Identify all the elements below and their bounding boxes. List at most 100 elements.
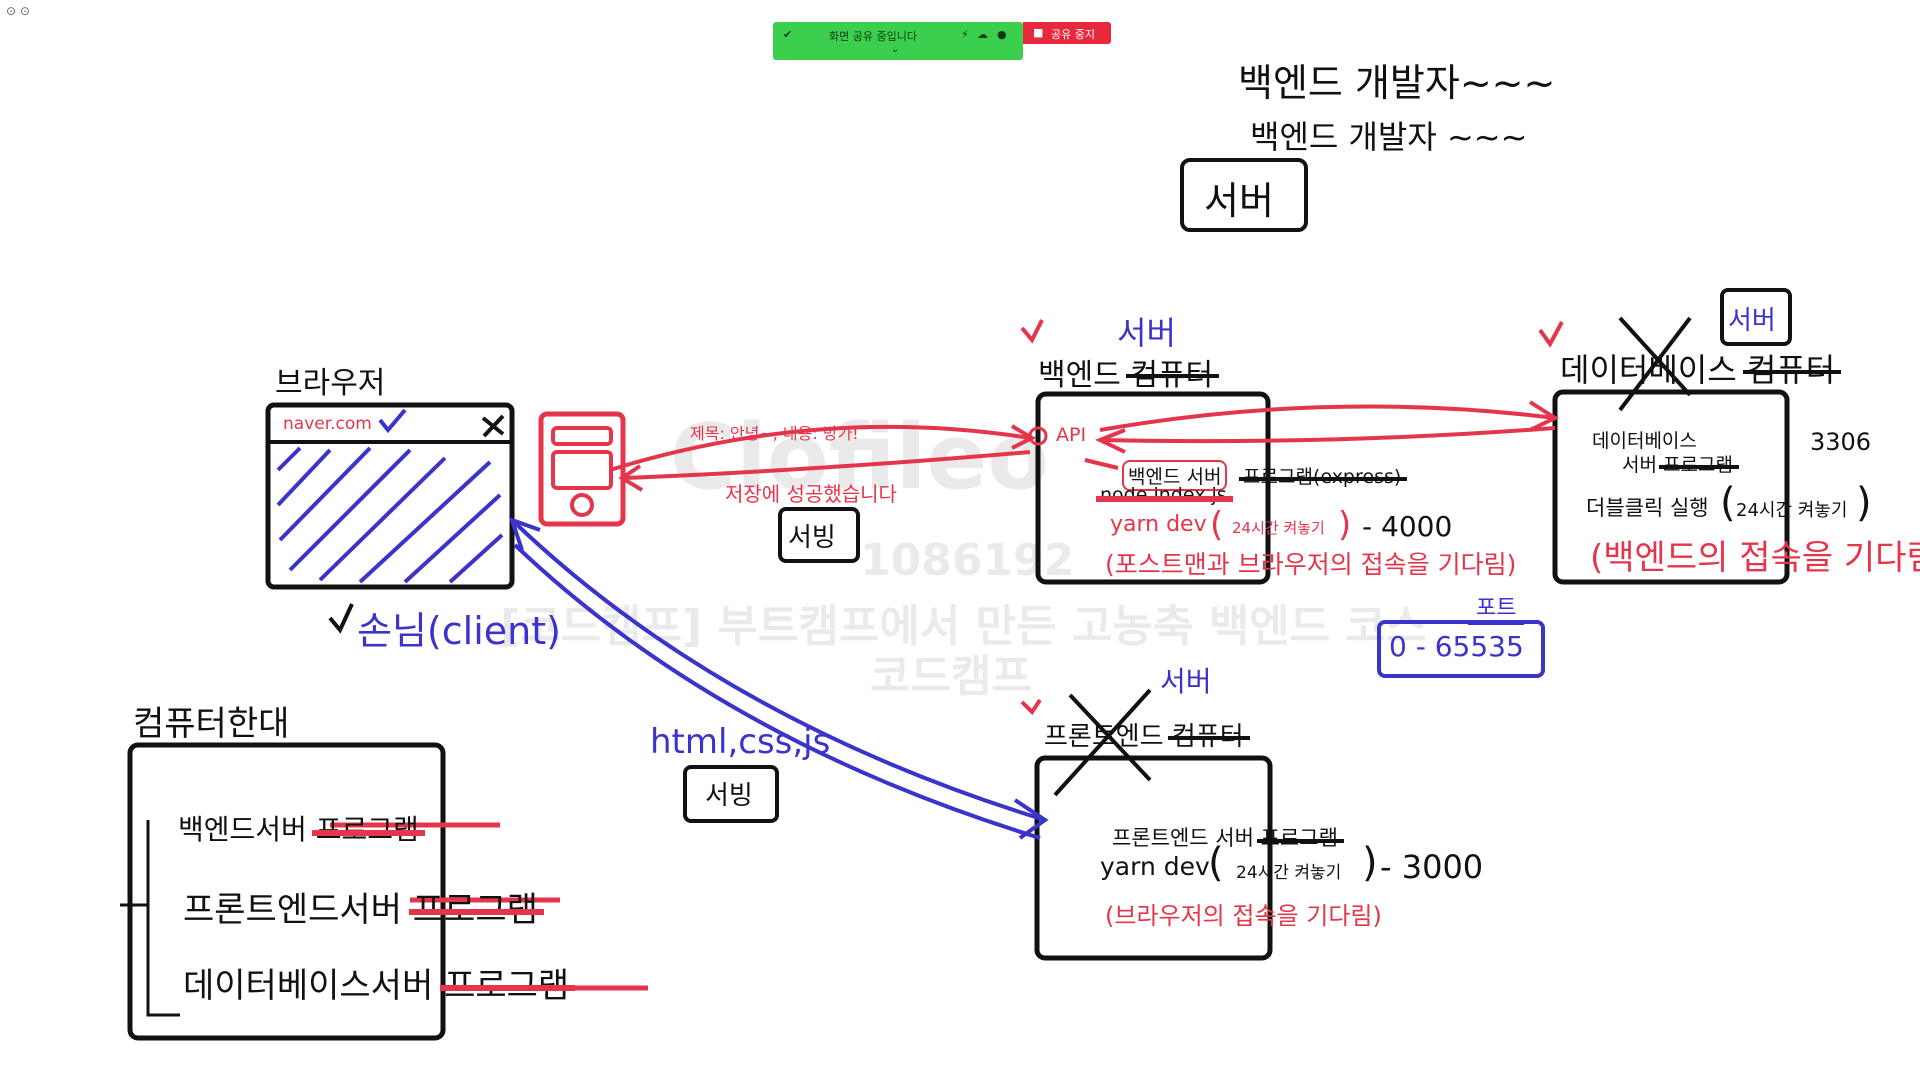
one-computer-item: 데이터베이스서버 프로그램	[183, 958, 576, 1007]
one-computer-item-struck: 프로그램	[440, 958, 576, 1007]
one-computer-item-struck: 프로그램	[311, 808, 425, 848]
frontend-program: 프론트엔드 서버 프로그램	[1112, 822, 1345, 852]
db-program-line2: 서버 프로그램	[1622, 450, 1739, 477]
share-icon: ✔	[783, 28, 793, 41]
frontend-paren-close: )	[1362, 840, 1378, 886]
db-always-on: 24시간 켜놓기	[1736, 500, 1848, 521]
database-title-struck: 컴퓨터	[1742, 345, 1842, 391]
database-check-icon	[1538, 321, 1564, 348]
cloud-icon: ☁	[977, 28, 988, 41]
inner-red-arrow	[1084, 458, 1119, 470]
serving-box: 서빙	[778, 507, 860, 563]
heading-line2: 백엔드 개발자 ~~~	[1250, 118, 1528, 156]
one-computer-item-label: 데이터베이스서버	[183, 966, 434, 1006]
request-arrow	[609, 424, 1031, 472]
database-cross-icon	[1618, 316, 1692, 412]
frontend-cross-icon	[1053, 688, 1152, 797]
db-program-line2-text: 서버	[1622, 454, 1657, 476]
one-computer-item: 프론트엔드서버 프로그램	[183, 882, 545, 931]
response-text: 저장에 성공했습니다	[725, 482, 897, 506]
db-program-line1: 데이터베이스	[1592, 430, 1697, 452]
heading-line1: 백엔드 개발자~~~	[1238, 61, 1556, 105]
frontend-computer-box	[1034, 755, 1273, 961]
backend-title-struck: 컴퓨터	[1126, 350, 1219, 394]
db-server-box: 서버	[1720, 288, 1792, 346]
backend-server-label: 서버	[1117, 314, 1176, 352]
files-label: html,css,js	[650, 722, 831, 762]
api-label: API	[1056, 424, 1087, 446]
port-range: 0 - 65535	[1389, 630, 1524, 663]
frontend-title-struck: 컴퓨터	[1167, 716, 1250, 753]
watermark-brand: 코드캠프	[870, 651, 1032, 702]
backend-to-db-arrow	[1099, 404, 1556, 432]
frontend-yarn: yarn dev	[1100, 852, 1210, 881]
stop-share-label: 공유 중지	[1051, 28, 1095, 41]
form-icon	[538, 411, 626, 527]
stop-share-button[interactable]: ■ 공유 중지	[1023, 22, 1111, 44]
frontend-serving-label: 서빙	[705, 781, 753, 811]
one-computer-item-label: 프론트엔드서버	[183, 890, 402, 930]
node-command-struck: node index.js	[1096, 484, 1233, 506]
database-title-text: 데이터베이스	[1560, 351, 1737, 389]
window-controls[interactable]: ⊙ ⊙	[6, 4, 30, 18]
frontend-port: - 3000	[1380, 848, 1484, 886]
backend-yarn: yarn dev	[1110, 512, 1207, 537]
serving-label: 서빙	[788, 523, 836, 553]
shield-icon: ●	[997, 28, 1007, 41]
browser-hatching	[276, 446, 504, 584]
server-box-label: 서버	[1204, 179, 1274, 223]
backend-program-struck: 프로그램(express)	[1238, 462, 1408, 489]
request-text: 제목: 안녕~, 내용: 방가!	[690, 424, 859, 443]
check-icon	[378, 408, 407, 434]
frontend-program-struck: 프로그램	[1256, 822, 1345, 852]
backend-paren-open: (	[1210, 505, 1224, 545]
frontend-paren-open: (	[1208, 840, 1224, 886]
db-paren-open: (	[1720, 480, 1736, 526]
browser-title: 브라우저	[275, 366, 386, 401]
watermark-course: [코드캠프] 부트캠프에서 만든 고농축 백엔드 코스	[500, 601, 1427, 652]
client-label: 손님(client)	[357, 609, 561, 653]
db-paren-close: )	[1856, 480, 1872, 526]
backend-title-text: 백엔드	[1038, 358, 1121, 393]
backend-port: - 4000	[1362, 510, 1453, 543]
share-status-text: 화면 공유 중입니다	[829, 30, 917, 43]
database-title: 데이터베이스 컴퓨터	[1560, 345, 1842, 391]
frontend-waiting: (브라우저의 접속을 기다림)	[1105, 902, 1382, 930]
backend-always-on: 24시간 켜놓기	[1232, 519, 1325, 537]
backend-title: 백엔드 컴퓨터	[1038, 350, 1219, 394]
backend-waiting: (포스트맨과 브라우저의 접속을 기다림)	[1105, 550, 1517, 579]
one-computer-item-struck: 프로그램	[408, 882, 545, 931]
db-waiting: (백엔드의 접속을 기다림)	[1590, 538, 1920, 578]
response-arrow	[624, 450, 1031, 480]
chevron-down-icon[interactable]: ⌄	[891, 44, 900, 55]
server-box: 서버	[1180, 158, 1308, 232]
browser-window-frame	[265, 402, 515, 590]
frontend-server-label: 서버	[1160, 665, 1212, 698]
backend-computer-box	[1035, 391, 1271, 585]
database-computer-box	[1552, 389, 1790, 585]
frontend-check-icon	[1020, 698, 1042, 716]
db-server-label: 서버	[1728, 306, 1776, 336]
frontend-title: 프론트엔드 컴퓨터	[1044, 716, 1250, 753]
db-to-backend-arrow	[1099, 426, 1556, 444]
cross-icon	[481, 414, 505, 438]
frontend-title-text: 프론트엔드	[1044, 722, 1164, 752]
frontend-program-text: 프론트엔드 서버	[1112, 826, 1254, 850]
bracket-line	[120, 820, 180, 1017]
one-computer-box	[127, 742, 446, 1041]
one-computer-item-label: 백엔드서버	[178, 813, 307, 846]
db-port: 3306	[1810, 428, 1872, 456]
frontend-to-browser-arrow	[510, 518, 1046, 822]
frontend-always-on: 24시간 켜놓기	[1236, 863, 1342, 883]
frontend-serving-box: 서빙	[683, 765, 779, 823]
screen-share-bar[interactable]: ✔ 화면 공유 중입니다 ⚡ ☁ ● ⌄	[773, 22, 1023, 60]
mic-icon: ⚡	[961, 28, 969, 41]
one-computer-title: 컴퓨터한대	[133, 704, 290, 744]
stop-icon: ■	[1033, 26, 1044, 39]
port-range-box: 0 - 65535	[1377, 620, 1545, 678]
backend-check-icon	[1020, 319, 1044, 344]
browser-url: naver.com	[283, 414, 372, 434]
one-computer-item: 백엔드서버 프로그램	[178, 808, 425, 848]
client-check-icon	[328, 603, 354, 634]
db-program-line2-struck: 프로그램	[1659, 450, 1739, 477]
